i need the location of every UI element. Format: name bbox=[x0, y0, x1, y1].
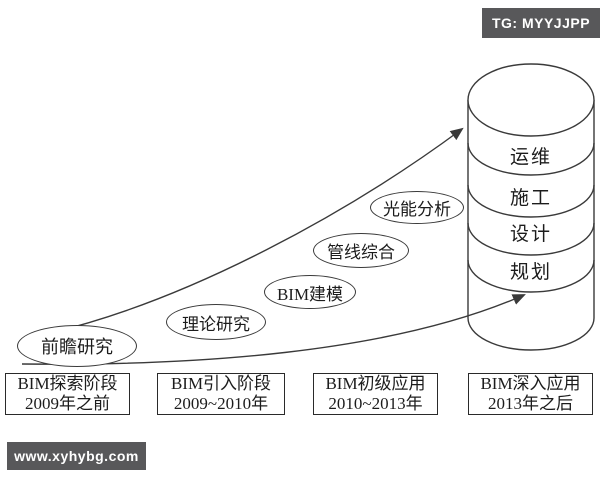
stage-period: 2009~2010年 bbox=[173, 394, 269, 413]
stage-box-primary-application: BIM初级应用 2010~2013年 bbox=[313, 373, 438, 415]
stage-period: 2009年之前 bbox=[25, 394, 110, 413]
milestone-lilun-yanjiu: 理论研究 bbox=[166, 304, 266, 340]
cylinder-divider-3 bbox=[467, 222, 595, 256]
layer-label: 运维 bbox=[509, 147, 552, 168]
cylinder-layer-sheji: 设计 bbox=[468, 223, 594, 247]
cylinder-divider-2 bbox=[467, 184, 595, 218]
cylinder-layer-guihua: 规划 bbox=[468, 261, 594, 285]
stage-title: BIM引入阶段 bbox=[170, 374, 272, 393]
telegram-watermark-badge: TG: MYYJJPP bbox=[482, 8, 600, 38]
cylinder-layer-yunwei: 运维 bbox=[468, 146, 594, 170]
milestone-guangneng-fenxi: 光能分析 bbox=[370, 191, 464, 224]
stage-title: BIM深入应用 bbox=[480, 374, 581, 393]
cylinder-divider-1 bbox=[467, 142, 595, 176]
stage-title: BIM探索阶段 bbox=[17, 374, 118, 393]
milestone-label: 理论研究 bbox=[182, 314, 250, 334]
stage-period: 2010~2013年 bbox=[328, 394, 423, 413]
cylinder-divider-4 bbox=[467, 259, 595, 293]
cylinder-layer-shigong: 施工 bbox=[468, 187, 594, 211]
layer-label: 施工 bbox=[509, 188, 552, 209]
layer-label: 规划 bbox=[509, 262, 552, 283]
database-cylinder bbox=[467, 63, 595, 351]
milestone-label: 管线综合 bbox=[327, 243, 395, 262]
stage-box-exploration: BIM探索阶段 2009年之前 bbox=[5, 373, 130, 415]
cylinder-top bbox=[467, 63, 595, 137]
layer-label: 设计 bbox=[509, 224, 552, 245]
milestone-label: 光能分析 bbox=[383, 200, 451, 219]
stage-title: BIM初级应用 bbox=[325, 374, 426, 393]
milestone-label: BIM建模 bbox=[276, 284, 344, 304]
website-watermark-badge: www.xyhybg.com bbox=[7, 442, 146, 470]
website-watermark-text: www.xyhybg.com bbox=[14, 448, 139, 464]
milestone-qianzhan-yanjiu: 前瞻研究 bbox=[17, 325, 137, 367]
stage-box-deep-application: BIM深入应用 2013年之后 bbox=[468, 373, 593, 415]
milestone-label: 前瞻研究 bbox=[41, 337, 113, 357]
upper-growth-arrow bbox=[49, 127, 464, 334]
milestone-guanxian-zonghe: 管线综合 bbox=[313, 233, 409, 268]
stage-box-introduction: BIM引入阶段 2009~2010年 bbox=[157, 373, 285, 415]
stage-period: 2013年之后 bbox=[488, 394, 573, 413]
telegram-watermark-text: TG: MYYJJPP bbox=[491, 15, 591, 31]
milestone-bim-jianmo: BIM建模 bbox=[264, 275, 356, 309]
